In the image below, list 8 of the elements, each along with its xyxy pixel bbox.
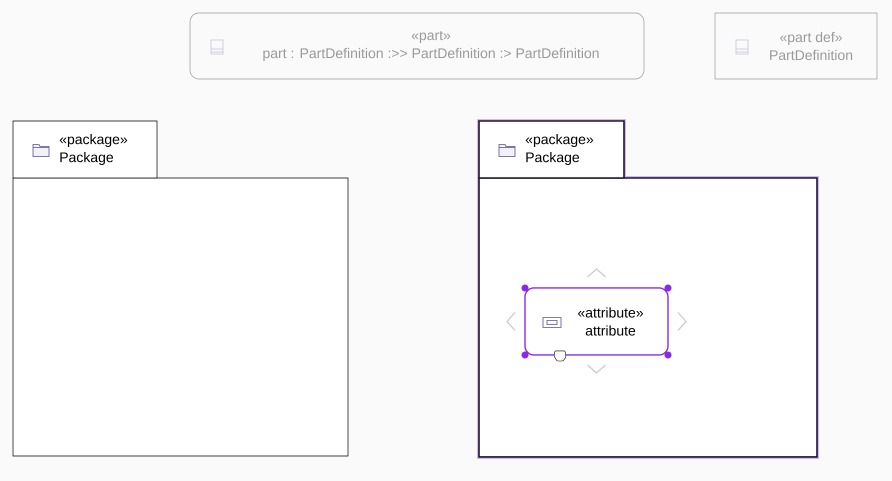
node-label: Package bbox=[526, 152, 580, 166]
node-label: Package bbox=[60, 152, 114, 166]
definition-box: «part def» PartDefinition bbox=[714, 12, 878, 80]
node-label: «package» bbox=[526, 134, 594, 148]
package-frame: «package» Package bbox=[12, 120, 348, 456]
node-label: «package» bbox=[60, 134, 128, 148]
usage-box: «attribute» attribute bbox=[524, 287, 669, 356]
usage-box: «part» part : PartDefinition :>> PartDefinition :> PartDefinition bbox=[190, 12, 644, 80]
